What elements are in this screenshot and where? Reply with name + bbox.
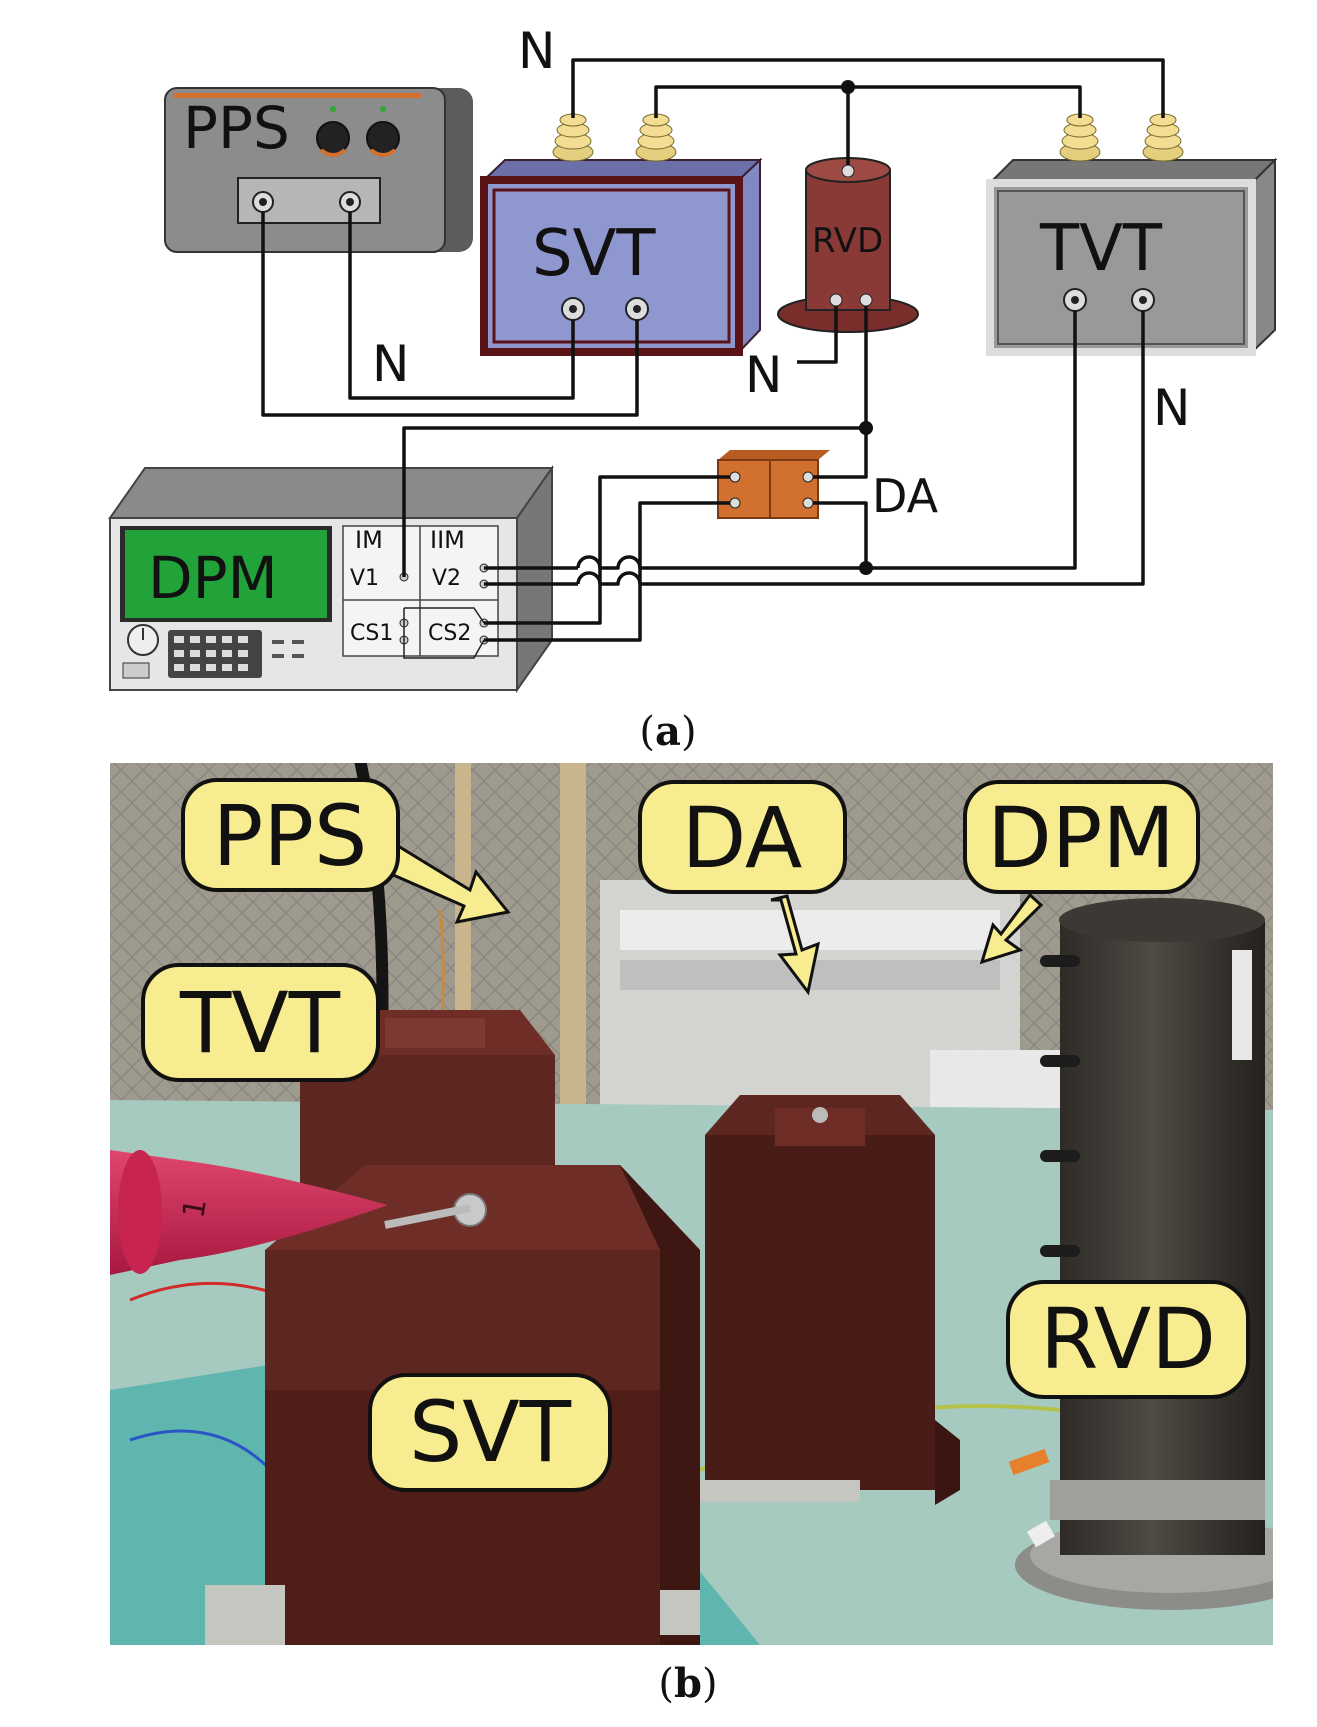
callout-da: DA — [638, 780, 847, 894]
callout-rvd-label: RVD — [1040, 1290, 1216, 1388]
terminal-icon — [729, 497, 741, 509]
terminal-icon — [802, 497, 814, 509]
callout-dpm-label: DPM — [987, 789, 1175, 887]
callout-rvd: RVD — [1006, 1280, 1250, 1399]
panel-a-schematic: PPS SVT — [108, 22, 1278, 755]
callout-dpm: DPM — [963, 780, 1200, 894]
callout-pps: PPS — [181, 778, 400, 892]
neutral-label: N — [745, 346, 782, 404]
tvt-device: TVT — [986, 113, 1278, 356]
caption-a-label: a — [655, 708, 681, 755]
neutral-label: N — [372, 335, 409, 393]
callout-svt: SVT — [368, 1373, 612, 1492]
bushing-icon — [1142, 113, 1184, 162]
arrow-icon — [770, 894, 821, 996]
bushing-icon — [1059, 113, 1101, 162]
dpm-cs2-label: CS2 — [428, 621, 471, 646]
dpm-iim-label: IIM — [430, 526, 465, 554]
bushing-icon — [635, 113, 677, 162]
svt-device: SVT — [480, 113, 763, 356]
callout-tvt-label: TVT — [179, 974, 341, 1072]
terminal-icon — [859, 293, 873, 307]
callout-pps-label: PPS — [213, 787, 368, 885]
callout-arrows — [389, 843, 1044, 996]
callout-da-label: DA — [682, 789, 803, 887]
dpm-cs1-label: CS1 — [350, 621, 393, 646]
callout-svt-label: SVT — [409, 1383, 572, 1481]
pps-label: PPS — [183, 94, 290, 162]
da-device: DA — [717, 450, 939, 523]
caption-a: (a) — [639, 708, 696, 755]
panel-b-photo: 1 PPS DA DPM TVT RVD — [110, 763, 1273, 1707]
dpm-screen — [125, 530, 327, 618]
bushing-icon — [552, 113, 594, 162]
neutral-label: N — [518, 22, 555, 80]
photo-middle-transformer — [690, 1095, 960, 1505]
photo-hv-probe: 1 — [110, 1150, 388, 1275]
neutral-label: N — [1153, 379, 1190, 437]
terminal-icon — [829, 293, 843, 307]
caption-b: (b) — [658, 1660, 717, 1707]
rvd-label: RVD — [812, 221, 883, 261]
rvd-device: RVD — [777, 157, 919, 333]
callout-tvt: TVT — [141, 963, 380, 1082]
photo-rvd — [1008, 898, 1273, 1610]
pps-device: PPS — [164, 87, 473, 253]
keypad-icon — [168, 630, 262, 678]
svt-label: SVT — [532, 217, 656, 291]
dpm-v2-label: V2 — [432, 566, 461, 591]
terminal-icon — [729, 471, 741, 483]
wiring — [261, 58, 1165, 642]
arrow-icon — [979, 892, 1044, 965]
caption-b-label: b — [674, 1660, 702, 1707]
dpm-label: DPM — [148, 544, 278, 612]
tvt-label: TVT — [1039, 212, 1163, 286]
dpm-im-label: IM — [355, 526, 383, 554]
terminal-icon — [802, 471, 814, 483]
dpm-device: DPM IM IIM V1 V2 — [108, 464, 554, 694]
dpm-v1-label: V1 — [350, 566, 379, 591]
da-label: DA — [872, 469, 939, 523]
arrow-icon — [389, 843, 511, 925]
